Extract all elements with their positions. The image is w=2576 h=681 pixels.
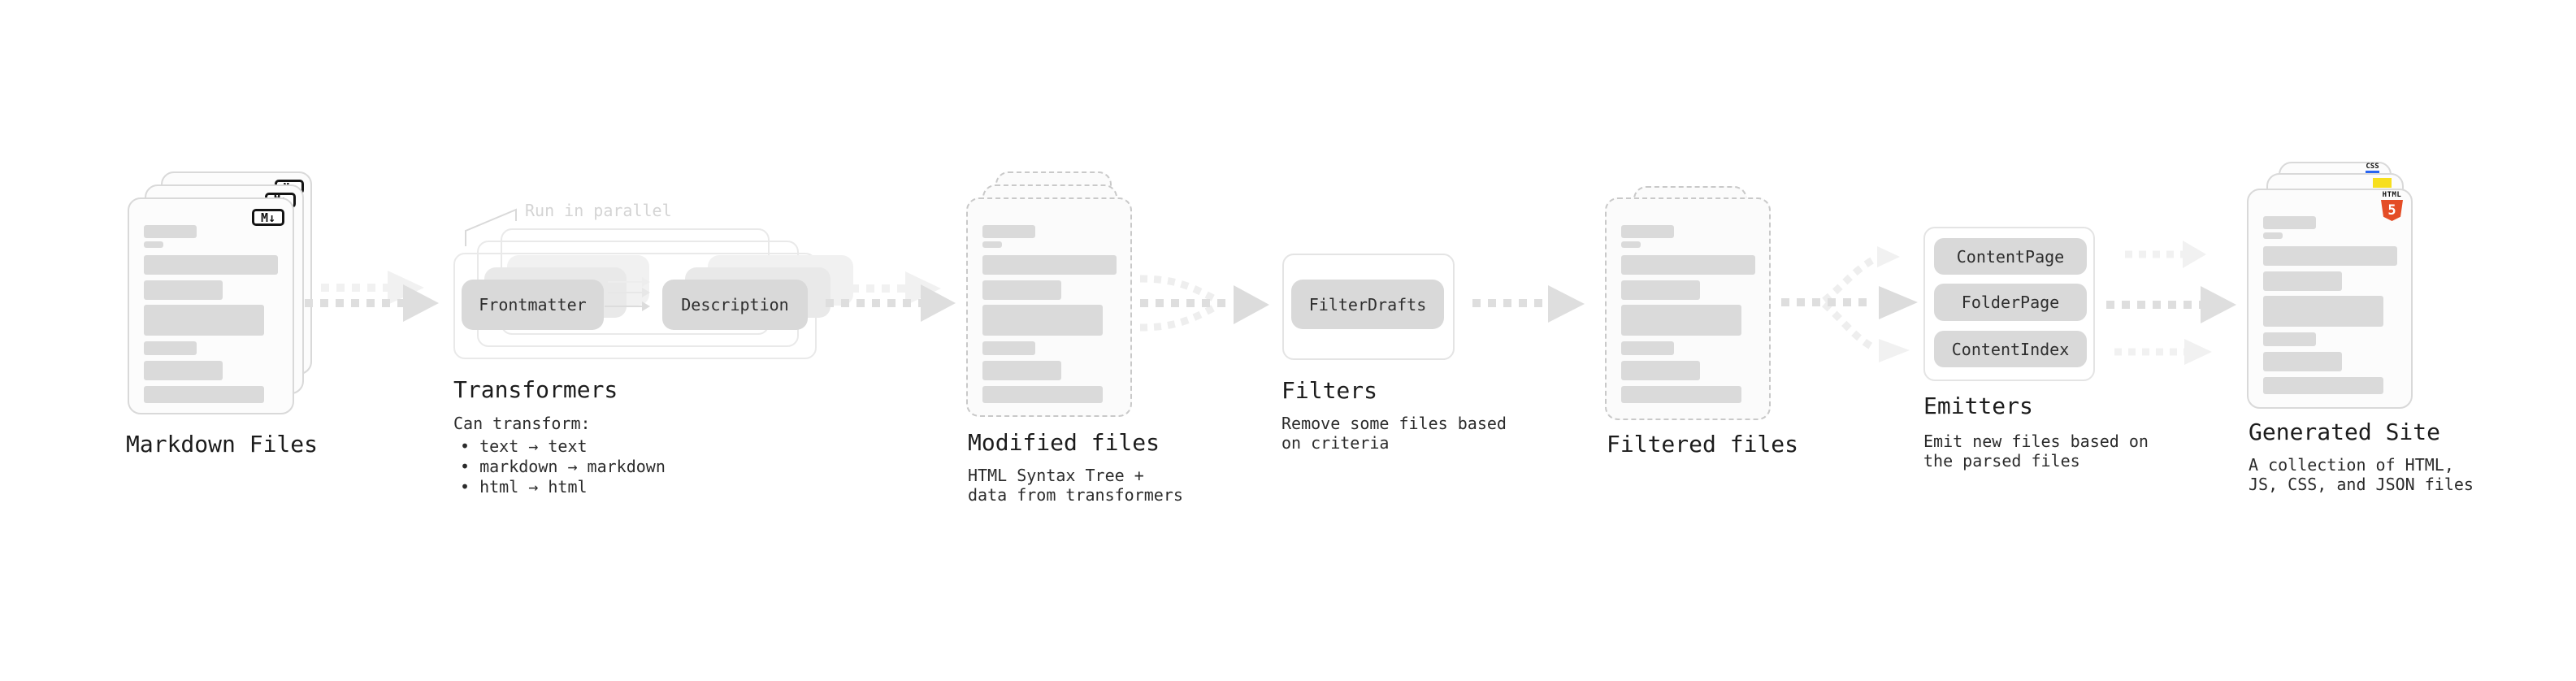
transform-bullet: • markdown → markdown [460, 457, 666, 476]
transform-bullet: • text → text [460, 436, 588, 456]
transform-bullet-list: • text → text • markdown → markdown • ht… [460, 436, 666, 497]
arrow-filters-to-filtered [1472, 285, 1585, 323]
modified-files-desc: HTML Syntax Tree + data from transformer… [968, 466, 1183, 505]
arrow-transformers-to-modified [826, 271, 956, 322]
filtered-files-label: Filtered files [1607, 431, 1799, 458]
content-page-pill: ContentPage [1934, 238, 2087, 275]
folder-page-pill: FolderPage [1934, 284, 2087, 321]
filtered-file-front [1605, 197, 1771, 420]
generated-site-label: Generated Site [2249, 419, 2441, 445]
modified-file-front [966, 197, 1132, 417]
filters-box [1282, 254, 1455, 360]
run-in-parallel-note: Run in parallel [525, 201, 672, 220]
generated-file-html [2247, 189, 2413, 409]
filters-desc: Remove some files based on criteria [1281, 414, 1507, 453]
transformers-label: Transformers [453, 376, 618, 403]
emitters-desc: Emit new files based on the parsed files [1923, 432, 2149, 471]
generated-site-desc: A collection of HTML, JS, CSS, and JSON … [2249, 455, 2474, 494]
markdown-icon: M↓ [252, 209, 284, 226]
transformer-mini-arrows [605, 277, 650, 311]
run-in-parallel-leader [465, 208, 517, 246]
arrow-emitters-to-generated [2106, 241, 2236, 365]
js-icon [2373, 178, 2392, 188]
css-icon: CSS [2366, 163, 2379, 174]
markdown-files-label: Markdown Files [126, 431, 319, 458]
arrow-markdown-to-transformers [305, 271, 439, 322]
emitters-label: Emitters [1923, 393, 2033, 419]
can-transform-title: Can transform: [453, 414, 591, 433]
content-index-pill: ContentIndex [1934, 331, 2087, 367]
markdown-file-front: M↓ [128, 197, 294, 414]
frontmatter-pill: Frontmatter [462, 280, 604, 330]
transform-bullet: • html → html [460, 477, 588, 497]
html5-icon: HTML 5 [2381, 192, 2403, 221]
description-pill: Description [662, 280, 808, 330]
arrow-modified-to-filters [1139, 275, 1269, 332]
filter-drafts-pill: FilterDrafts [1291, 280, 1444, 329]
arrow-filtered-to-emitters [1781, 246, 1918, 362]
modified-files-label: Modified files [968, 429, 1160, 456]
filters-label: Filters [1281, 377, 1378, 404]
emitters-box [1923, 227, 2095, 381]
